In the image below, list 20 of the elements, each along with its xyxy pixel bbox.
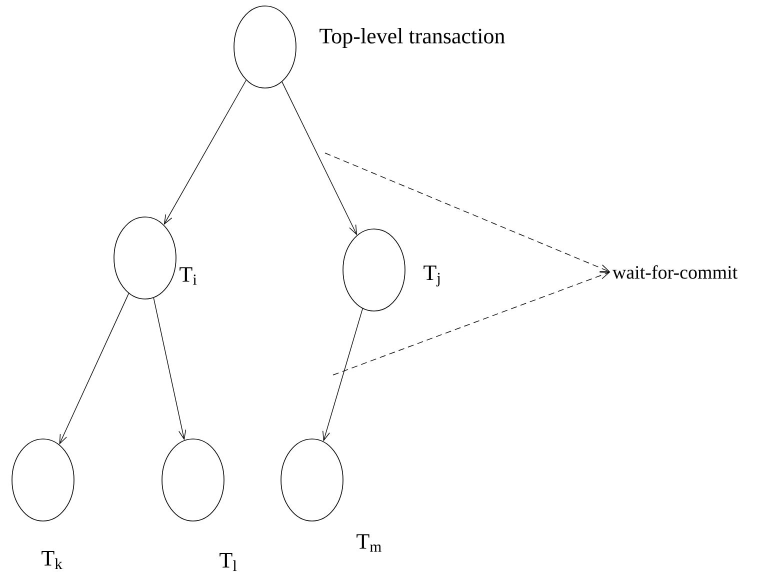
- node-label: wait-for-commit: [612, 265, 738, 279]
- arrow: [332, 272, 610, 376]
- node-label: T$_{m}$: [356, 534, 382, 552]
- arrow: [322, 308, 363, 442]
- circle-node: [114, 216, 176, 300]
- arrow: [282, 81, 357, 236]
- circle-node: [162, 438, 224, 522]
- node-label: T$_{k}$: [42, 551, 62, 569]
- arrow: [164, 80, 247, 225]
- arrow: [59, 293, 130, 445]
- node-label: Top-level transaction: [320, 28, 505, 48]
- circle-node: [342, 228, 406, 312]
- node-label: T$_{j}$: [424, 266, 440, 286]
- arrow: [324, 152, 610, 272]
- node-label: T$_{l}$: [220, 553, 237, 571]
- circle-node: [280, 438, 344, 522]
- arrow: [153, 297, 186, 440]
- circle-node: [234, 6, 296, 88]
- node-label: T$_{i}$: [180, 267, 197, 285]
- circle-node: [12, 438, 74, 522]
